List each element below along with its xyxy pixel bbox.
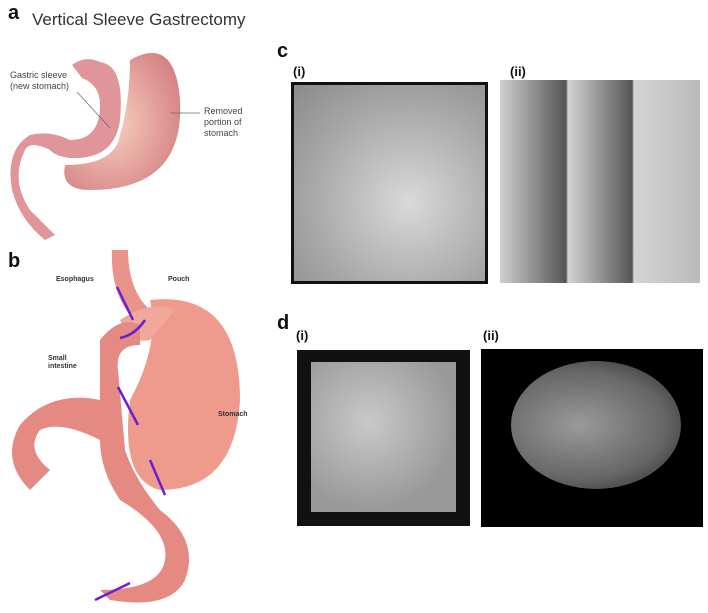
annotation-line: (new stomach) bbox=[10, 81, 70, 91]
arrow bbox=[94, 581, 131, 602]
annotation-gastric-sleeve: Gastric sleeve(new stomach) bbox=[10, 70, 69, 92]
panel-c-sub-i: (i) bbox=[293, 64, 306, 79]
gastric-sleeve bbox=[10, 59, 121, 240]
panel-a-label: a bbox=[8, 2, 20, 24]
annotation-line: intestine bbox=[48, 363, 77, 370]
arrow bbox=[119, 319, 147, 340]
ct-body-cross-section bbox=[511, 361, 681, 489]
annotation-pouch: Pouch bbox=[168, 276, 190, 283]
annotation-esophagus: Esophagus bbox=[56, 276, 94, 283]
panel-a-title: Vertical Sleeve Gastrectomy bbox=[32, 10, 246, 29]
annotation-line: stomach bbox=[204, 128, 239, 138]
panel-d-label: d bbox=[277, 312, 290, 334]
ct-scan-image-d-ii bbox=[481, 349, 703, 527]
fluoroscopy-image-d-i bbox=[297, 350, 470, 526]
fluoroscopy-image-c-ii bbox=[500, 80, 700, 283]
panel-c-sub-ii: (ii) bbox=[510, 64, 526, 79]
annotation-line: Small bbox=[48, 355, 67, 362]
panel-d-sub-ii: (ii) bbox=[483, 328, 499, 343]
panel-c-label: c bbox=[277, 40, 289, 62]
gastric-bypass-illustration bbox=[12, 250, 240, 603]
annotation-line: portion of bbox=[204, 117, 242, 127]
sleeve-gastrectomy-illustration bbox=[10, 53, 200, 240]
arrow bbox=[116, 386, 140, 426]
small-intestine bbox=[12, 322, 190, 603]
stomach bbox=[128, 299, 240, 490]
fluoroscopy-image-c-i bbox=[291, 82, 488, 284]
annotation-line: Gastric sleeve bbox=[10, 70, 68, 80]
annotation-line: Removed bbox=[204, 106, 243, 116]
fluoroscopy-field bbox=[311, 362, 456, 512]
removed-stomach-portion bbox=[64, 53, 181, 190]
arrow bbox=[148, 459, 167, 496]
annotation-stomach: Stomach bbox=[218, 411, 248, 418]
esophagus bbox=[111, 250, 150, 325]
panel-d-sub-i: (i) bbox=[296, 328, 309, 343]
arrow bbox=[115, 286, 135, 321]
panel-b-label: b bbox=[8, 250, 21, 272]
